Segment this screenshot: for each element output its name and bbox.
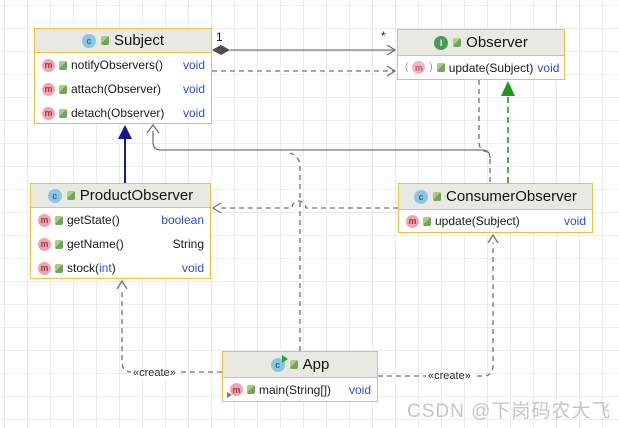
abstract-paren: ) [429,62,433,73]
lock-icon [59,84,67,94]
dependency-edge-consumerobserver-productobserver[interactable] [211,200,398,214]
class-icon: c [47,188,62,203]
method-icon-letter: m [232,384,241,395]
method-row[interactable]: m getState() boolean [31,208,210,232]
dependency-edge-app-subject[interactable] [289,152,301,351]
method-icon: m [42,82,55,96]
lock-icon [100,36,109,45]
class-node-subject[interactable]: c Subject m notifyObservers() void m att… [34,28,212,124]
main-method-icon: m [227,383,243,398]
multiplicity-label-many: * [381,29,386,43]
class-header-app[interactable]: c App [223,352,377,378]
return-type-class: String [172,237,204,251]
class-header-observer[interactable]: I Observer [398,30,564,56]
create-edge-app-consumerobserver[interactable] [378,233,499,377]
method-param: int [99,261,112,275]
return-type: void [537,60,560,75]
return-type: void [182,106,205,120]
class-icon: c [414,189,429,204]
lock-icon [436,63,445,72]
abstract-method-icon: m [412,61,426,74]
lock-icon [289,360,298,369]
method-name: notifyObservers() [71,58,164,72]
create-edge-app-productobserver[interactable] [116,279,222,373]
method-row[interactable]: m detach(Observer) void [35,101,211,125]
method-row[interactable]: m notifyObservers() void [35,53,211,77]
class-header-subject[interactable]: c Subject [35,29,211,53]
lock-icon [55,263,63,273]
class-icon-letter: c [275,359,281,370]
method-icon: m [42,58,55,72]
method-icon: m [38,213,51,227]
method-icon: m [38,261,51,275]
class-node-observer[interactable]: I Observer (m) update(Subject) void [397,29,565,80]
create-stereotype-label: «create» [426,370,473,382]
method-icon: m [406,214,419,228]
multiplicity-label-one: 1 [216,30,223,44]
csdn-watermark: CSDN @下岗码农大飞 [407,401,612,422]
realization-edge-consumerobserver-observer[interactable] [501,81,515,183]
method-row[interactable]: m main(String[]) void [223,378,377,401]
return-type: boolean [161,213,204,227]
return-type: void [182,82,205,96]
dependency-edge-subject-observer[interactable] [212,65,397,77]
class-title: App [302,356,330,373]
method-name: update(Subject) [435,214,520,228]
lock-icon [59,108,67,118]
class-node-productobserver[interactable]: c ProductObserver m getState() boolean m… [30,183,211,279]
return-type: void [563,214,586,228]
lock-icon [55,239,63,249]
lock-icon [66,191,75,200]
method-row[interactable]: m update(Subject) void [399,210,592,232]
lock-icon [433,192,442,201]
lock-icon [55,215,63,225]
run-arrow-icon [281,354,288,363]
class-title: Subject [113,32,165,49]
lock-icon [59,60,67,70]
return-type: void [181,261,204,275]
class-header-productobserver[interactable]: c ProductObserver [31,184,210,208]
extends-edge-productobserver-subject[interactable] [118,125,132,183]
class-node-consumerobserver[interactable]: c ConsumerObserver m update(Subject) voi… [398,183,593,233]
method-icon: m [42,106,55,120]
class-icon: c [81,33,96,48]
class-title: ProductObserver [79,187,194,204]
class-node-app[interactable]: c App m main(String[]) void [222,351,378,402]
method-name: getState() [67,213,120,227]
method-icon: m [38,237,51,251]
method-name: attach(Observer) [71,82,162,96]
class-header-consumerobserver[interactable]: c ConsumerObserver [399,184,592,210]
abstract-paren: ( [405,62,409,73]
return-type: void [348,382,371,397]
runnable-class-icon: c [270,354,288,372]
lock-icon [423,216,431,226]
dependency-edge-consumerobserver-observer[interactable] [478,80,491,183]
main-marker-icon [227,392,232,398]
method-name: getName() [67,237,124,251]
method-row[interactable]: (m) update(Subject) void [398,56,564,79]
method-row[interactable]: m getName() String [31,232,210,256]
class-title: Observer [466,34,528,51]
aggregation-edge-subject-observer[interactable] [212,44,397,56]
association-edge-consumerobserver-subject[interactable] [146,123,491,159]
return-type: void [182,58,205,72]
method-name: update(Subject) [448,60,534,75]
method-name: main(String[]) [259,382,332,397]
method-row[interactable]: m attach(Observer) void [35,77,211,101]
interface-icon: I [434,35,449,50]
lock-icon [453,38,462,47]
lock-icon [247,385,255,394]
method-name-end: ) [111,261,116,275]
create-stereotype-label: «create» [131,367,178,379]
method-name: stock( [67,261,100,275]
class-title: ConsumerObserver [446,188,577,205]
method-name: detach(Observer) [71,106,165,120]
method-row[interactable]: m stock(int) void [31,256,210,280]
